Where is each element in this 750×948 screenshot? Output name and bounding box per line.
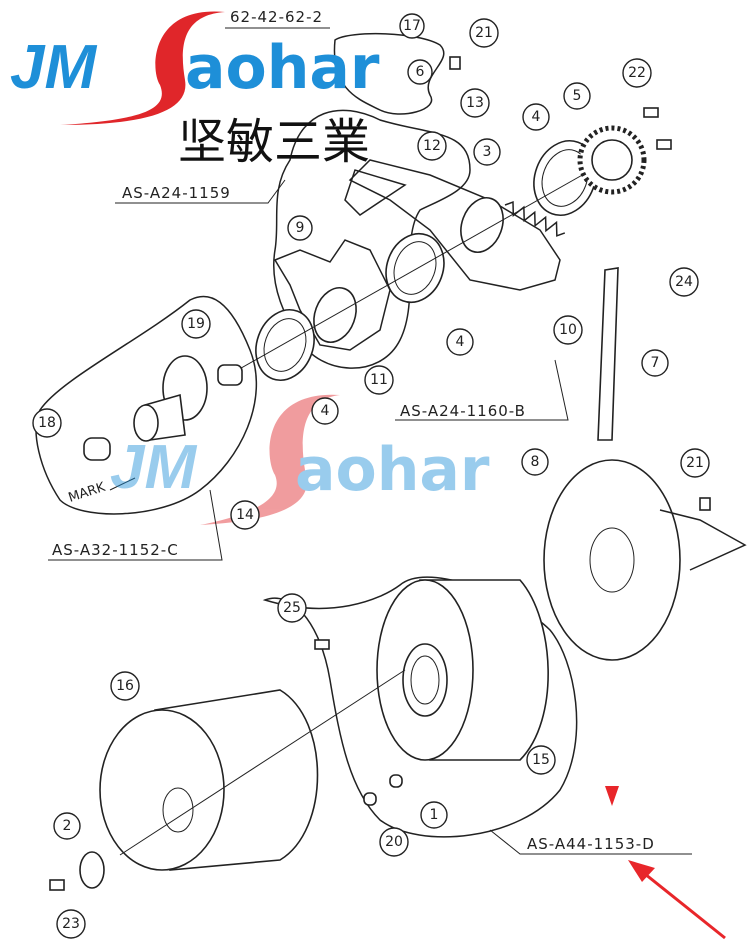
- red-arrow-annotation: [605, 786, 726, 940]
- assembly-outline-a44: [262, 576, 578, 838]
- svg-text:22: 22: [628, 65, 646, 81]
- svg-text:8: 8: [531, 454, 540, 470]
- mark-label: MARK: [67, 480, 108, 506]
- callout-24: 24: [669, 267, 699, 297]
- svg-text:15: 15: [532, 752, 550, 768]
- svg-text:13: 13: [466, 95, 484, 111]
- bushing-19: [217, 364, 243, 386]
- callout-1: 1: [420, 801, 448, 829]
- svg-text:坚敏三業: 坚敏三業: [178, 114, 370, 170]
- washer-2: [79, 851, 105, 889]
- callout-17: 17: [399, 13, 425, 39]
- svg-text:21: 21: [686, 455, 704, 471]
- brand-logo-watermark: JM aohar 坚敏三業: [10, 11, 380, 170]
- plate-a24-1160: [348, 159, 561, 291]
- callout-10: 10: [553, 315, 583, 345]
- svg-text:AS-A24-1160-B: AS-A24-1160-B: [400, 402, 526, 420]
- svg-text:17: 17: [403, 18, 421, 34]
- svg-text:AS-A24-1159: AS-A24-1159: [122, 184, 231, 202]
- svg-text:16: 16: [116, 678, 134, 694]
- callout-7: 7: [641, 349, 669, 377]
- callout-2: 2: [53, 812, 81, 840]
- bracket-shape: [273, 239, 391, 351]
- svg-text:4: 4: [321, 403, 330, 419]
- callout-15: 15: [526, 745, 556, 775]
- screw-22: [643, 107, 659, 118]
- svg-text:JM: JM: [10, 33, 97, 102]
- svg-text:6: 6: [416, 64, 425, 80]
- svg-text:5: 5: [573, 88, 582, 104]
- svg-text:AS-A44-1153-D: AS-A44-1153-D: [527, 835, 655, 853]
- callout-4: 4: [311, 397, 339, 425]
- callout-23: 23: [56, 909, 86, 939]
- svg-text:AS-A32-1152-C: AS-A32-1152-C: [52, 541, 179, 559]
- svg-text:4: 4: [456, 334, 465, 350]
- bushing-18: [83, 437, 111, 461]
- svg-text:2: 2: [63, 818, 72, 834]
- pin-25: [314, 639, 330, 650]
- svg-text:9: 9: [296, 220, 305, 236]
- svg-text:aohar: aohar: [295, 435, 490, 505]
- callout-8: 8: [521, 448, 549, 476]
- assembly-outline-a32: [35, 295, 258, 515]
- svg-text:7: 7: [651, 355, 660, 371]
- svg-text:23: 23: [62, 916, 80, 932]
- svg-text:3: 3: [483, 144, 492, 160]
- callout-12: 12: [417, 131, 447, 161]
- callout-21: 21: [469, 18, 499, 48]
- assembly-label-a32-1152: AS-A32-1152-C: [52, 541, 179, 559]
- callout-21: 21: [680, 448, 710, 478]
- callout-22: 22: [622, 58, 652, 88]
- assembly-label-a44-1153: AS-A44-1153-D: [527, 835, 655, 853]
- pin-1: [389, 774, 403, 788]
- svg-text:21: 21: [475, 25, 493, 41]
- plate-8: [543, 459, 681, 661]
- svg-text:aohar: aohar: [185, 33, 380, 103]
- svg-text:18: 18: [38, 415, 56, 431]
- screw-21-right: [699, 497, 711, 511]
- svg-text:10: 10: [559, 322, 577, 338]
- hole-plate: [460, 197, 504, 253]
- callout-20: 20: [379, 827, 409, 857]
- spring-3: [504, 201, 566, 237]
- svg-text:12: 12: [423, 138, 441, 154]
- pin-20: [363, 792, 377, 806]
- callout-18: 18: [32, 408, 62, 438]
- assembly-label-top: 62-42-62-2: [230, 8, 323, 26]
- svg-text:25: 25: [283, 600, 301, 616]
- callout-19: 19: [181, 309, 211, 339]
- svg-text:4: 4: [532, 109, 541, 125]
- svg-text:19: 19: [187, 316, 205, 332]
- svg-text:11: 11: [370, 372, 388, 388]
- lever-arm: [344, 169, 407, 216]
- callout-9: 9: [287, 215, 313, 241]
- screw-21-top: [449, 56, 461, 70]
- ring-4-mid: [385, 232, 445, 304]
- callout-3: 3: [473, 138, 501, 166]
- callout-6: 6: [407, 59, 433, 85]
- svg-text:14: 14: [236, 507, 254, 523]
- svg-text:20: 20: [385, 834, 403, 850]
- svg-text:62-42-62-2: 62-42-62-2: [230, 8, 323, 26]
- svg-text:24: 24: [675, 274, 693, 290]
- callout-16: 16: [110, 671, 140, 701]
- link-7: [597, 267, 619, 441]
- screw-23: [49, 879, 65, 891]
- assembly-label-a24-1160: AS-A24-1160-B: [400, 402, 526, 420]
- callout-5: 5: [563, 82, 591, 110]
- svg-text:1: 1: [430, 807, 439, 823]
- callout-11: 11: [364, 365, 394, 395]
- callout-25: 25: [277, 593, 307, 623]
- assembly-label-a24-1159: AS-A24-1159: [122, 184, 231, 202]
- drum-16-face: [99, 709, 225, 871]
- callout-13: 13: [460, 88, 490, 118]
- ring-4-low: [255, 309, 315, 381]
- callout-4: 4: [446, 328, 474, 356]
- svg-text:JM: JM: [110, 433, 197, 502]
- callout-4: 4: [522, 103, 550, 131]
- callout-14: 14: [230, 500, 260, 530]
- brand-logo-watermark-faded: JM aohar: [110, 394, 490, 525]
